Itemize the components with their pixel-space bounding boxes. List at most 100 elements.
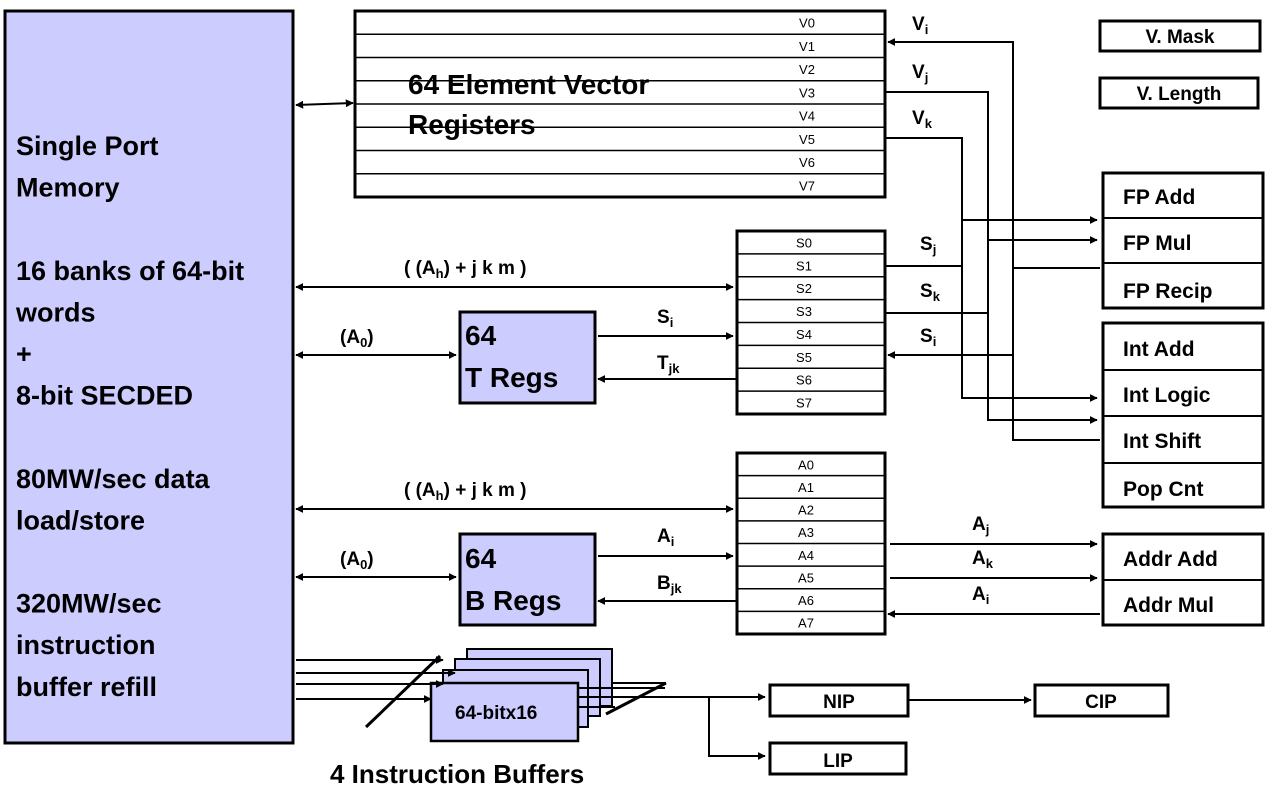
scalar-register-s6: S6 xyxy=(796,373,812,388)
int-shift-unit: Int Shift xyxy=(1123,430,1201,453)
memory-line: load/store xyxy=(16,505,145,535)
vector-register-v6: V6 xyxy=(799,155,815,170)
vector-registers-title-line2: Registers xyxy=(408,109,536,140)
nip-register: NIP xyxy=(768,683,910,718)
memory-line: 80MW/sec data xyxy=(16,464,211,494)
scalar-register-s4: S4 xyxy=(796,327,812,342)
address-register-a3: A3 xyxy=(798,525,814,540)
a0-label-b: (A0) xyxy=(340,549,374,572)
memory-line: Single Port xyxy=(16,131,159,161)
memory-line: + xyxy=(16,339,32,369)
vector-register-v4: V4 xyxy=(799,109,815,124)
vector-register-v5: V5 xyxy=(799,132,815,147)
sk-port-label: Sk xyxy=(920,281,941,304)
vector-register-v0: V0 xyxy=(799,16,815,31)
a0-label-t: (A0) xyxy=(340,327,374,350)
scalar-register-s5: S5 xyxy=(796,350,812,365)
memory-line: 320MW/sec xyxy=(16,589,162,619)
int-logic-unit: Int Logic xyxy=(1123,384,1211,407)
memory-line: words xyxy=(15,297,96,327)
vector-mask-label: V. Mask xyxy=(1145,27,1214,48)
memory-line: 16 banks of 64-bit xyxy=(16,256,244,286)
addr-mul-unit: Addr Mul xyxy=(1123,594,1214,617)
aj-port-label: Aj xyxy=(972,514,989,537)
memory-line xyxy=(16,547,24,577)
vector-register-v2: V2 xyxy=(799,62,815,77)
vector-register-v3: V3 xyxy=(799,85,815,100)
ak-port-label: Ak xyxy=(972,548,994,571)
cip-label: CIP xyxy=(1085,692,1117,713)
address-register-a5: A5 xyxy=(798,570,814,585)
addr-units: Addr Add Addr Mul xyxy=(1101,532,1265,627)
cip-register: CIP xyxy=(1033,683,1170,718)
si-port-label: Si xyxy=(920,326,936,349)
b-regs-count: 64 xyxy=(465,543,497,574)
vk-port-label: Vk xyxy=(912,108,933,131)
addr-add-unit: Addr Add xyxy=(1123,548,1218,571)
memory-line: 8-bit SECDED xyxy=(16,381,193,411)
t-in-label: Si xyxy=(657,307,673,330)
ai-port-label: Ai xyxy=(972,584,989,607)
pop-cnt-unit: Pop Cnt xyxy=(1123,478,1203,501)
scalar-routing xyxy=(885,265,1013,359)
t-regs-label: T Regs xyxy=(465,362,558,393)
vector-mask-box: V. Mask xyxy=(1098,19,1262,53)
ah-jkm-label-scalar: ( (Ah) + j k m ) xyxy=(404,258,527,281)
address-register-a7: A7 xyxy=(798,616,814,631)
t-registers: 64 T Regs xyxy=(458,310,597,405)
memory-line: instruction xyxy=(16,630,156,660)
vector-register-v1: V1 xyxy=(799,39,815,54)
address-register-a1: A1 xyxy=(798,480,814,495)
lip-register: LIP xyxy=(768,741,908,776)
memory-line: buffer refill xyxy=(16,672,157,702)
address-register-a6: A6 xyxy=(798,593,814,608)
vector-length-label: V. Length xyxy=(1137,84,1222,105)
instruction-buffers: 64-bitx16 xyxy=(429,648,613,743)
int-units: Int Add Int Logic Int Shift Pop Cnt xyxy=(1101,321,1265,509)
vector-register-v7: V7 xyxy=(799,178,815,193)
nip-label: NIP xyxy=(823,692,855,713)
memory-line xyxy=(16,214,24,244)
scalar-register-s1: S1 xyxy=(796,258,812,273)
fp-units: FP Add FP Mul FP Recip xyxy=(1101,171,1265,310)
memory-line: Memory xyxy=(16,173,120,203)
scalar-register-s7: S7 xyxy=(796,396,812,411)
b-regs-label: B Regs xyxy=(465,585,561,616)
b-out-label: Bjk xyxy=(657,573,682,596)
lip-label: LIP xyxy=(823,751,853,772)
vi-port-label: Vi xyxy=(912,14,928,37)
instruction-buffers-caption: 4 Instruction Buffers xyxy=(330,759,584,789)
t-out-label: Tjk xyxy=(657,353,680,376)
vector-length-box: V. Length xyxy=(1098,76,1260,110)
scalar-register-s2: S2 xyxy=(796,281,812,296)
vector-routing xyxy=(885,38,1100,441)
vj-port-label: Vj xyxy=(912,62,928,85)
memory-line xyxy=(16,422,24,452)
fp-mul-unit: FP Mul xyxy=(1123,232,1191,255)
fp-recip-unit: FP Recip xyxy=(1123,280,1212,303)
instruction-buffer-label: 64-bitx16 xyxy=(455,703,537,724)
address-register-a2: A2 xyxy=(798,503,814,518)
scalar-register-s0: S0 xyxy=(796,235,812,250)
b-registers: 64 B Regs xyxy=(458,532,597,627)
address-register-a0: A0 xyxy=(798,457,814,472)
t-regs-count: 64 xyxy=(465,320,497,351)
buffer-refill-lines xyxy=(296,654,1032,760)
memory-vector-bus xyxy=(295,99,354,109)
address-routing xyxy=(887,540,1100,618)
int-add-unit: Int Add xyxy=(1123,338,1195,361)
vector-registers-title-line1: 64 Element Vector xyxy=(408,69,649,100)
address-register-a4: A4 xyxy=(798,548,814,563)
fp-add-unit: FP Add xyxy=(1123,186,1195,209)
b-in-label: Ai xyxy=(657,526,674,549)
scalar-register-s3: S3 xyxy=(796,304,812,319)
ah-jkm-label-address: ( (Ah) + j k m ) xyxy=(404,480,527,503)
sj-port-label: Sj xyxy=(920,234,936,257)
